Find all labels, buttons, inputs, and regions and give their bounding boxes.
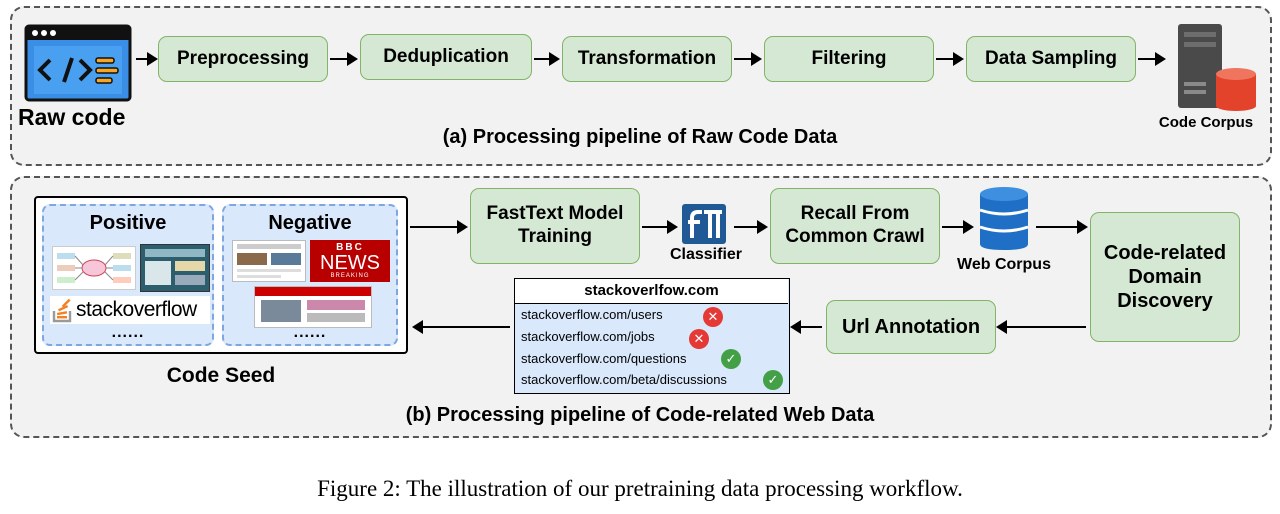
panel-raw-code — [10, 6, 1272, 166]
url-table: stackoverlfow.com stackoverflow.com/user… — [514, 278, 790, 394]
arrow — [1138, 52, 1166, 66]
negative-label: Negative — [268, 212, 352, 234]
stackoverflow-logo: stackoverflow — [50, 296, 210, 324]
news-site-thumbnail — [232, 240, 306, 282]
classifier-label: Classifier — [669, 246, 743, 263]
database-icon — [978, 186, 1030, 252]
url-text: stackoverflow.com/users — [521, 307, 663, 322]
url-row: stackoverflow.com/users — [521, 307, 663, 322]
url-row: stackoverflow.com/jobs — [521, 329, 655, 344]
filtering-step: Filtering — [764, 36, 934, 82]
arrow — [330, 52, 358, 66]
arrow — [1036, 220, 1088, 234]
stackoverflow-wordmark: stackoverflow — [76, 298, 197, 321]
stackoverflow-icon — [52, 298, 72, 323]
more-dots: ...... — [111, 324, 145, 341]
url-table-header: stackoverlfow.com — [515, 279, 788, 304]
code-seed-label: Code Seed — [166, 364, 276, 387]
code-corpus-label: Code Corpus — [1158, 114, 1254, 131]
arrow — [942, 220, 974, 234]
raw-code-label: Raw code — [18, 104, 126, 130]
bbc-logo-news: NEWS — [320, 252, 380, 274]
data-sampling-step: Data Sampling — [966, 36, 1136, 82]
arrow — [410, 220, 468, 234]
recall-common-crawl-box: Recall From Common Crawl — [770, 188, 940, 264]
cnn-site-thumbnail — [254, 286, 372, 328]
positive-seed-group: Positive stackoverflow ...... — [42, 204, 214, 346]
url-annotation-box: Url Annotation — [826, 300, 996, 354]
check-icon: ✓ — [763, 370, 783, 390]
arrow — [790, 320, 822, 334]
deduplication-step: Deduplication — [360, 34, 532, 80]
arrow — [534, 52, 560, 66]
negative-seed-group: Negative BBC NEWS BREAKING ...... — [222, 204, 398, 346]
web-corpus-label: Web Corpus — [957, 256, 1051, 273]
fasttext-icon — [682, 204, 726, 244]
cross-icon: ✕ — [703, 307, 723, 327]
arrow — [136, 52, 158, 66]
url-text: stackoverflow.com/questions — [521, 351, 687, 366]
arrow — [642, 220, 678, 234]
arrow — [936, 52, 964, 66]
positive-label: Positive — [89, 212, 167, 234]
arrow — [412, 320, 510, 334]
url-row: stackoverflow.com/beta/discussions — [521, 372, 727, 387]
screenshot-thumbnail — [140, 244, 210, 292]
bbc-logo-breaking: BREAKING — [330, 273, 370, 279]
url-text: stackoverflow.com/jobs — [521, 329, 655, 344]
more-dots: ...... — [293, 324, 327, 341]
check-icon: ✓ — [721, 349, 741, 369]
figure-caption: Figure 2: The illustration of our pretra… — [317, 476, 963, 501]
arrow — [734, 220, 768, 234]
url-text: stackoverflow.com/beta/discussions — [521, 372, 727, 387]
arrow — [734, 52, 762, 66]
server-database-icon — [1172, 22, 1262, 112]
bbc-logo-top: BBC — [336, 242, 364, 253]
preprocessing-step: Preprocessing — [158, 36, 328, 82]
code-window-icon — [24, 24, 132, 102]
url-row: stackoverflow.com/questions — [521, 351, 686, 366]
domain-discovery-box: Code-related Domain Discovery — [1090, 212, 1240, 342]
mindmap-thumbnail — [52, 246, 136, 290]
panel-a-caption: (a) Processing pipeline of Raw Code Data — [442, 126, 838, 148]
cross-icon: ✕ — [689, 329, 709, 349]
transformation-step: Transformation — [562, 36, 732, 82]
panel-b-caption: (b) Processing pipeline of Code-related … — [405, 404, 875, 426]
arrow — [996, 320, 1086, 334]
fasttext-training-box: FastText Model Training — [470, 188, 640, 264]
bbc-news-logo: BBC NEWS BREAKING — [310, 240, 390, 282]
